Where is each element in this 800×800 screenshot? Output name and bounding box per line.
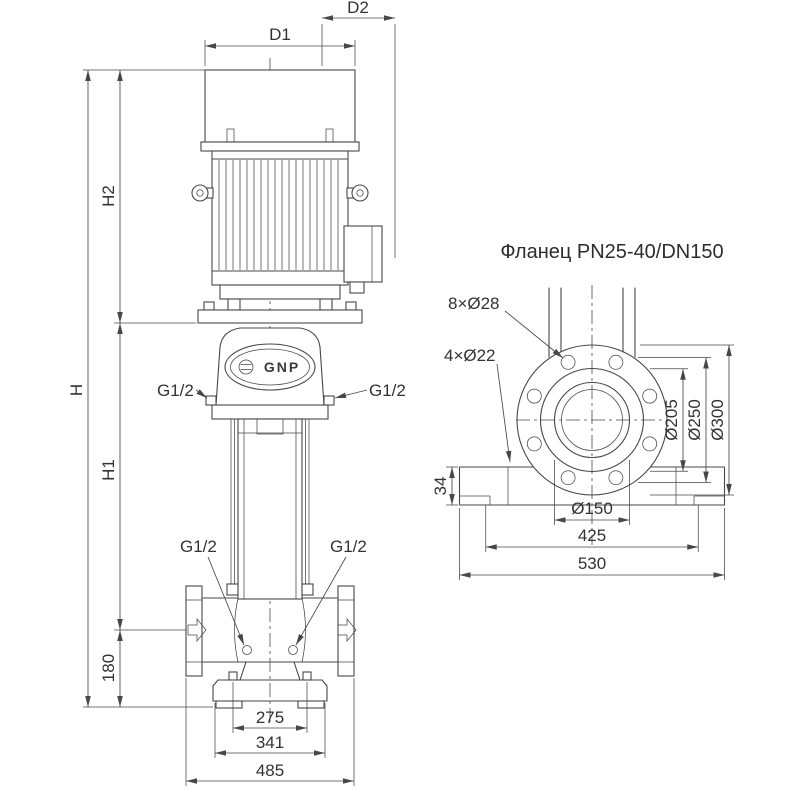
flange-outer-circle bbox=[516, 344, 668, 496]
motor-body bbox=[191, 150, 383, 294]
pump-base bbox=[212, 661, 328, 709]
pump-head: GNP bbox=[205, 327, 335, 420]
dim-label-d250: Ø250 bbox=[685, 399, 704, 441]
port-plug-top-right bbox=[323, 395, 335, 406]
drain-plug-right bbox=[288, 645, 298, 655]
dim-label-341: 341 bbox=[256, 733, 284, 752]
flange-view-title: Фланец PN25-40/DN150 bbox=[500, 241, 723, 263]
flow-arrow-left bbox=[187, 617, 207, 643]
port-label-g12-upper-right: G1/2 bbox=[369, 381, 406, 400]
terminal-box bbox=[343, 225, 383, 294]
dim-label-h2: H2 bbox=[99, 185, 118, 207]
suction-flange bbox=[185, 585, 203, 677]
dim-label-34: 34 bbox=[431, 477, 450, 496]
gnp-logo-icon bbox=[238, 359, 254, 375]
lifting-eye-right bbox=[346, 184, 369, 202]
tie-rod-nut-right bbox=[301, 583, 314, 596]
port-plug-top-left bbox=[205, 395, 217, 406]
dimensions-main: D1 D2 H2 H1 180 H G1/2 G1/2 G1/2 G1/2 bbox=[67, 0, 406, 786]
flange-bolt-holes bbox=[526, 354, 658, 486]
dim-label-180: 180 bbox=[99, 654, 118, 682]
flange-circles bbox=[516, 344, 668, 496]
port-label-g12-lower-right: G1/2 bbox=[330, 537, 367, 556]
lifting-eye-left bbox=[191, 184, 214, 202]
dim-label-d300: Ø300 bbox=[708, 399, 727, 441]
motor-stool bbox=[197, 284, 363, 324]
port-label-g12-lower-left: G1/2 bbox=[180, 537, 217, 556]
main-view: GNP bbox=[67, 0, 406, 786]
foot-left bbox=[215, 700, 243, 709]
gnp-logo: GNP bbox=[224, 343, 316, 391]
discharge-flange bbox=[337, 585, 355, 677]
callout-base-holes: 4×Ø22 bbox=[444, 346, 496, 365]
dim-label-275: 275 bbox=[256, 708, 284, 727]
dim-label-h1: H1 bbox=[99, 459, 118, 481]
dim-label-d2: D2 bbox=[347, 0, 369, 17]
gnp-logo-text: GNP bbox=[264, 359, 300, 375]
port-label-g12-upper-left: G1/2 bbox=[157, 381, 194, 400]
callout-bolt-holes: 8×Ø28 bbox=[448, 294, 500, 313]
dim-label-h: H bbox=[67, 384, 86, 396]
flange-bore-circle bbox=[553, 381, 631, 459]
flange-column bbox=[548, 287, 636, 358]
tie-rod-nut-left bbox=[226, 583, 239, 596]
drain-plug-left bbox=[242, 645, 252, 655]
dim-label-425: 425 bbox=[578, 526, 606, 545]
flange-inner-circle bbox=[561, 389, 623, 451]
dim-label-d150: Ø150 bbox=[571, 499, 613, 518]
flange-raised-face-circle bbox=[539, 367, 645, 473]
pump-column bbox=[226, 418, 314, 600]
pump-casing bbox=[185, 585, 357, 677]
dim-label-485: 485 bbox=[256, 761, 284, 780]
flange-view: Фланец PN25-40/DN150 bbox=[431, 241, 734, 580]
foot-right bbox=[297, 700, 325, 709]
flow-arrow-right bbox=[337, 617, 357, 643]
dim-label-d205: Ø205 bbox=[662, 399, 681, 441]
dimensions-flange: 8×Ø28 4×Ø22 Ø205 Ø250 Ø300 34 Ø150 425 5… bbox=[431, 294, 734, 580]
motor-fan-cover bbox=[200, 69, 360, 152]
flange-base bbox=[458, 466, 726, 506]
dim-label-d1: D1 bbox=[269, 25, 291, 44]
dim-label-530: 530 bbox=[578, 554, 606, 573]
